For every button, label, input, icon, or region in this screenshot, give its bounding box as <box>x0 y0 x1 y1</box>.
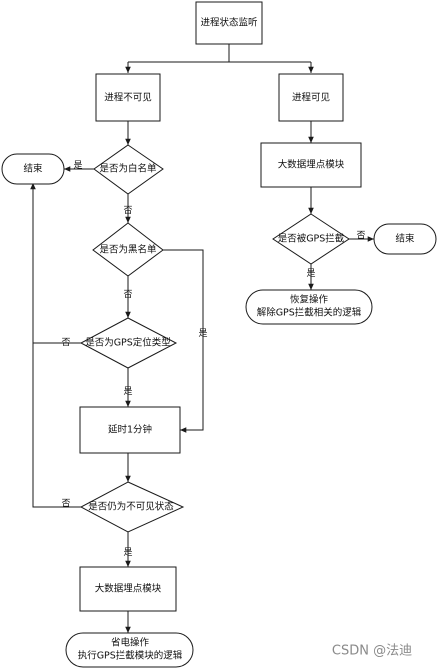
still-no-label: 否 <box>61 498 70 509</box>
gps-intercept-decision <box>272 213 350 265</box>
bigdata-left-label: 大数据埋点模块 <box>95 583 162 595</box>
whitelist-label: 是否为白名单 <box>99 163 157 175</box>
gps-no-label: 否 <box>61 337 70 348</box>
end-left-terminator <box>1 153 65 185</box>
start-label: 进程状态监听 <box>200 17 258 29</box>
still-invisible-label: 是否仍为不可见状态 <box>88 501 174 513</box>
blacklist-decision <box>92 222 164 277</box>
restore-line2: 解除GPS拦截相关的逻辑 <box>257 307 362 319</box>
edge-blacklist-delay <box>163 249 204 433</box>
connectors <box>30 44 374 633</box>
bigdata-right-label: 大数据埋点模块 <box>278 159 345 171</box>
end-right-terminator <box>373 223 437 255</box>
whitelist-no-label: 否 <box>123 205 132 216</box>
whitelist-decision <box>93 144 164 195</box>
power-saving-line2: 执行GPS拦截模块的逻辑 <box>78 650 183 662</box>
visible-label: 进程可见 <box>292 93 330 104</box>
bigdata-left-box <box>79 566 177 612</box>
still-yes-label: 是 <box>123 547 132 558</box>
start-process-box <box>195 1 263 45</box>
power-saving-line1: 省电操作 <box>111 637 150 649</box>
edge-still-end <box>30 183 81 508</box>
end-right-label: 结束 <box>395 233 415 245</box>
gps-type-label: 是否为GPS定位类型 <box>85 337 171 349</box>
restore-terminator <box>245 289 373 325</box>
intercept-no-label: 否 <box>356 230 365 241</box>
restore-line1: 恢复操作 <box>290 294 329 306</box>
watermark: CSDN @法迪 <box>332 644 412 659</box>
invisible-label: 进程不可见 <box>104 93 152 104</box>
gps-yes-label: 是 <box>123 386 132 397</box>
blacklist-no-label: 否 <box>123 289 132 300</box>
blacklist-label: 是否为黑名单 <box>99 244 157 256</box>
bigdata-right-box <box>260 142 362 188</box>
visible-process-box <box>278 73 344 122</box>
gps-type-decision <box>79 317 178 369</box>
end-left-label: 结束 <box>23 163 43 175</box>
still-invisible-decision <box>79 481 185 533</box>
whitelist-yes-label: 是 <box>73 160 82 171</box>
delay-label: 延时1分钟 <box>108 424 152 436</box>
blacklist-yes-label: 是 <box>198 328 207 339</box>
intercept-yes-label: 是 <box>306 268 315 279</box>
invisible-process-box <box>95 73 161 122</box>
gps-intercept-label: 是否被GPS拦截 <box>278 233 345 245</box>
delay-process-box <box>79 406 181 454</box>
power-saving-terminator <box>65 632 194 668</box>
